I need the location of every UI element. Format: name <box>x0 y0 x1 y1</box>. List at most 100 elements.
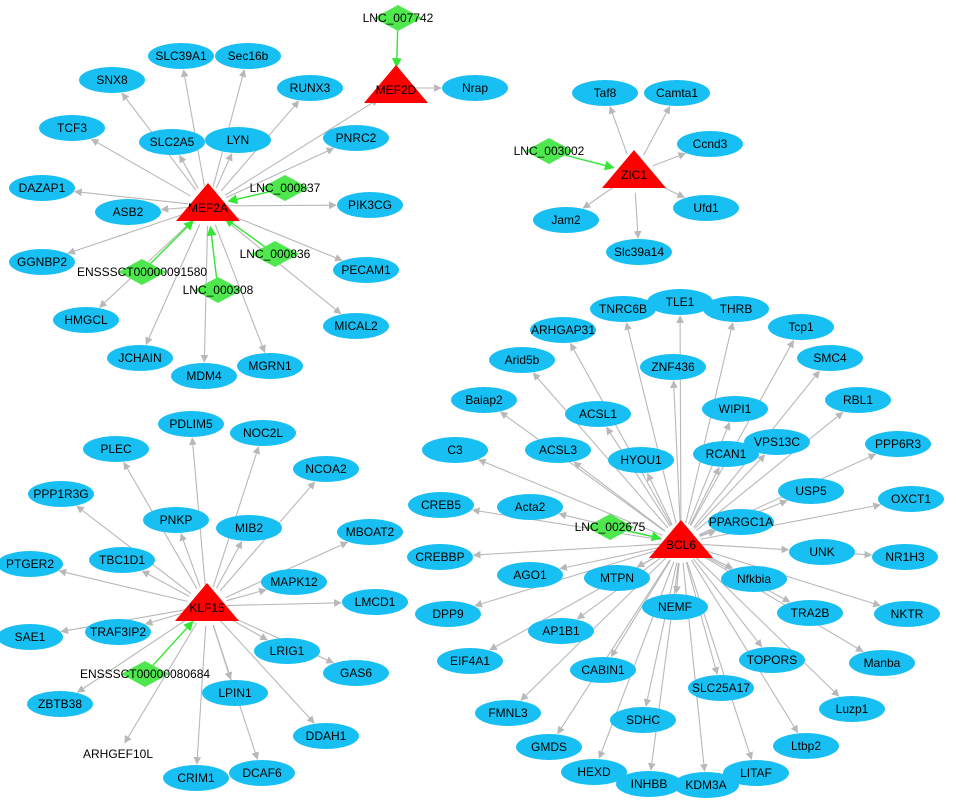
node-pnkp[interactable]: PNKP <box>143 507 209 533</box>
node-snx8[interactable]: SNX8 <box>79 67 145 93</box>
node-dcaf6[interactable]: DCAF6 <box>229 760 295 786</box>
node-ccnd3[interactable]: Ccnd3 <box>677 131 743 157</box>
node-jchain[interactable]: JCHAIN <box>107 345 173 371</box>
node-mef2a[interactable]: MEF2A <box>176 183 240 221</box>
node-znf436[interactable]: ZNF436 <box>640 354 706 380</box>
node-cabin1[interactable]: CABIN1 <box>570 657 636 683</box>
node-oxct1[interactable]: OXCT1 <box>878 486 944 512</box>
node-acsl1[interactable]: ACSL1 <box>565 401 631 427</box>
node-nemf[interactable]: NEMF <box>642 594 708 620</box>
node-ensssct00000091580[interactable]: ENSSSCT00000091580 <box>77 259 207 285</box>
node-ensssct00000080684[interactable]: ENSSSCT00000080684 <box>80 661 210 687</box>
node-traf3ip2[interactable]: TRAF3IP2 <box>85 619 151 645</box>
node-ncoa2[interactable]: NCOA2 <box>293 456 359 482</box>
node-slc25a17[interactable]: SLC25A17 <box>688 675 754 701</box>
node-lnc-007742[interactable]: LNC_007742 <box>363 5 434 31</box>
node-zic1[interactable]: ZIC1 <box>602 150 666 188</box>
node-acsl3[interactable]: ACSL3 <box>525 437 591 463</box>
node-sec16b[interactable]: Sec16b <box>215 43 281 69</box>
node-pecam1[interactable]: PECAM1 <box>333 257 399 283</box>
node-ltbp2[interactable]: Ltbp2 <box>773 733 839 759</box>
node-slc39a14[interactable]: Slc39a14 <box>606 239 672 265</box>
node-rcan1[interactable]: RCAN1 <box>693 441 759 467</box>
node-lpin1[interactable]: LPIN1 <box>202 680 268 706</box>
node-asb2[interactable]: ASB2 <box>95 199 161 225</box>
node-mboat2[interactable]: MBOAT2 <box>337 519 403 545</box>
node-topors[interactable]: TOPORS <box>739 647 805 673</box>
node-noc2l[interactable]: NOC2L <box>230 420 296 446</box>
node-bcl6[interactable]: BCL6 <box>649 520 713 558</box>
node-mical2[interactable]: MICAL2 <box>323 313 389 339</box>
node-nktr[interactable]: NKTR <box>874 601 940 627</box>
node-sae1[interactable]: SAE1 <box>0 624 63 650</box>
node-smc4[interactable]: SMC4 <box>797 345 863 371</box>
node-pdlim5[interactable]: PDLIM5 <box>158 411 224 437</box>
node-ddah1[interactable]: DDAH1 <box>293 723 359 749</box>
node-litaf[interactable]: LITAF <box>723 760 789 786</box>
node-vps13c[interactable]: VPS13C <box>744 429 810 455</box>
node-mgrn1[interactable]: MGRN1 <box>237 353 303 379</box>
node-ppargc1a[interactable]: PPARGC1A <box>708 509 774 535</box>
node-lnc-003002[interactable]: LNC_003002 <box>514 138 585 164</box>
node-ptger2[interactable]: PTGER2 <box>0 551 63 577</box>
node-thrb[interactable]: THRB <box>703 296 769 322</box>
node-mib2[interactable]: MIB2 <box>216 515 282 541</box>
node-arid5b[interactable]: Arid5b <box>489 347 555 373</box>
node-usp5[interactable]: USP5 <box>778 478 844 504</box>
node-nr1h3[interactable]: NR1H3 <box>872 544 938 570</box>
node-lrig1[interactable]: LRIG1 <box>254 638 320 664</box>
node-tcf3[interactable]: TCF3 <box>39 115 105 141</box>
node-ppp1r3g[interactable]: PPP1R3G <box>28 481 94 507</box>
node-plec[interactable]: PLEC <box>83 436 149 462</box>
node-lnc-000836[interactable]: LNC_000836 <box>240 241 311 267</box>
node-dpp9[interactable]: DPP9 <box>415 601 481 627</box>
node-tle1[interactable]: TLE1 <box>647 289 713 315</box>
node-pnrc2[interactable]: PNRC2 <box>323 125 389 151</box>
node-slc39a1[interactable]: SLC39A1 <box>148 43 214 69</box>
node-ago1[interactable]: AGO1 <box>497 562 563 588</box>
node-tbc1d1[interactable]: TBC1D1 <box>89 547 155 573</box>
node-mdm4[interactable]: MDM4 <box>171 363 237 389</box>
node-rbl1[interactable]: RBL1 <box>825 387 891 413</box>
node-creb5[interactable]: CREB5 <box>408 492 474 518</box>
node-crebbp[interactable]: CREBBP <box>407 544 473 570</box>
node-lnc-000308[interactable]: LNC_000308 <box>183 277 254 303</box>
node-luzp1[interactable]: Luzp1 <box>819 696 885 722</box>
node-ggnbp2[interactable]: GGNBP2 <box>9 249 75 275</box>
node-lmcd1[interactable]: LMCD1 <box>342 589 408 615</box>
node-ufd1[interactable]: Ufd1 <box>673 195 739 221</box>
node-gas6[interactable]: GAS6 <box>323 660 389 686</box>
node-lyn[interactable]: LYN <box>205 127 271 153</box>
node-ppp6r3[interactable]: PPP6R3 <box>865 431 931 457</box>
node-gmds[interactable]: GMDS <box>516 734 582 760</box>
node-nrap[interactable]: Nrap <box>442 75 508 101</box>
node-klf15[interactable]: KLF15 <box>175 583 239 621</box>
node-acta2[interactable]: Acta2 <box>497 494 563 520</box>
node-eif4a1[interactable]: EIF4A1 <box>437 648 503 674</box>
node-sdhc[interactable]: SDHC <box>610 707 676 733</box>
node-mef2d[interactable]: MEF2D <box>364 65 428 103</box>
node-c3[interactable]: C3 <box>422 437 488 463</box>
node-mapk12[interactable]: MAPK12 <box>261 569 327 595</box>
node-inhbb[interactable]: INHBB <box>616 771 682 797</box>
node-tnrc6b[interactable]: TNRC6B <box>590 296 656 322</box>
node-lnc-002675[interactable]: LNC_002675 <box>575 514 646 540</box>
node-ap1b1[interactable]: AP1B1 <box>528 618 594 644</box>
node-hmgcl[interactable]: HMGCL <box>53 307 119 333</box>
node-runx3[interactable]: RUNX3 <box>277 75 343 101</box>
node-tcp1[interactable]: Tcp1 <box>768 314 834 340</box>
node-slc2a5[interactable]: SLC2A5 <box>139 129 205 155</box>
node-jam2[interactable]: Jam2 <box>533 207 599 233</box>
node-baiap2[interactable]: Baiap2 <box>451 387 517 413</box>
node-kdm3a[interactable]: KDM3A <box>673 772 739 798</box>
node-nfkbia[interactable]: Nfkbia <box>721 566 787 592</box>
node-hyou1[interactable]: HYOU1 <box>608 447 674 473</box>
node-wipi1[interactable]: WIPI1 <box>702 396 768 422</box>
node-hexd[interactable]: HEXD <box>561 759 627 785</box>
node-crim1[interactable]: CRIM1 <box>163 765 229 791</box>
node-manba[interactable]: Manba <box>849 650 915 676</box>
node-zbtb38[interactable]: ZBTB38 <box>27 691 93 717</box>
node-fmnl3[interactable]: FMNL3 <box>475 700 541 726</box>
node-arhgap31[interactable]: ARHGAP31 <box>530 317 596 343</box>
node-pik3cg[interactable]: PIK3CG <box>337 192 403 218</box>
